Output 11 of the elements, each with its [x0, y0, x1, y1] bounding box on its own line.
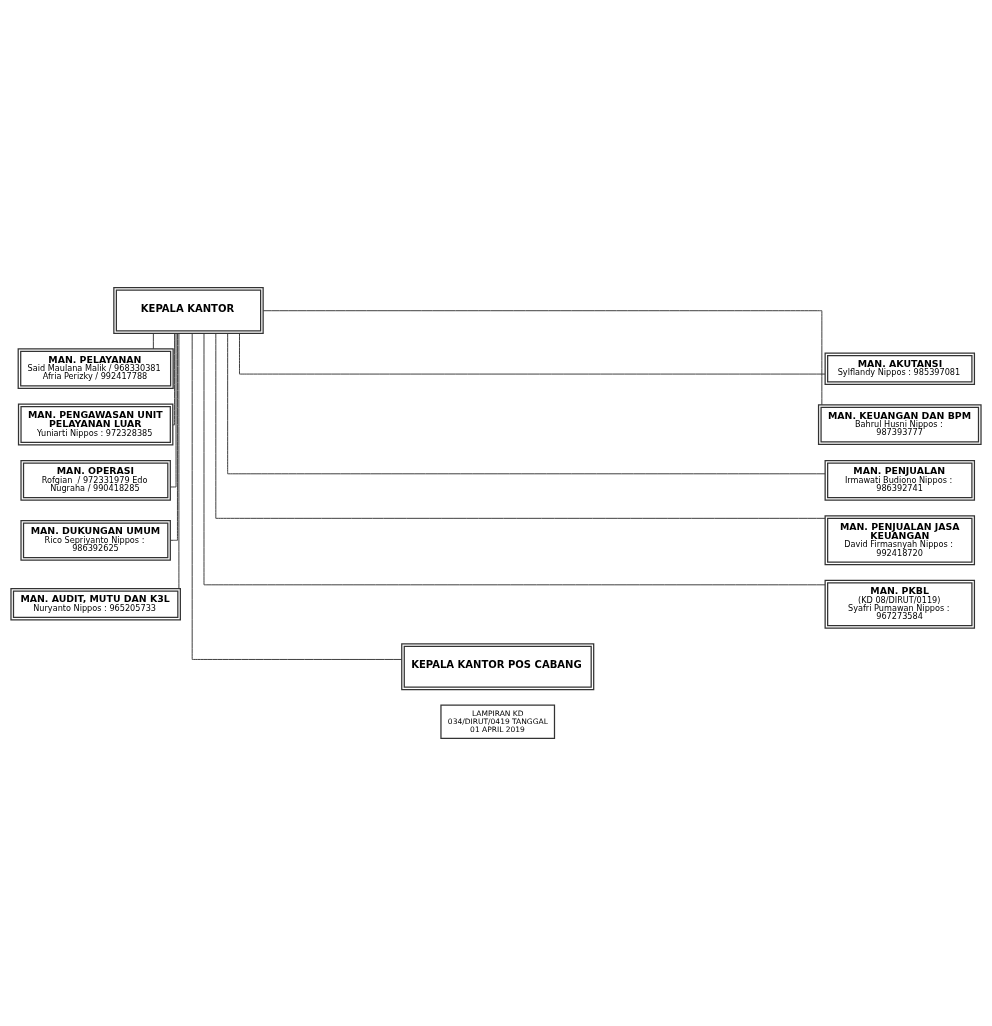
connector: [191, 332, 403, 660]
connector: [170, 332, 177, 488]
connector: [227, 333, 826, 475]
connector: [178, 333, 180, 589]
connector: [152, 333, 154, 350]
connector: [262, 310, 823, 406]
connector: [170, 333, 178, 541]
connector: [172, 333, 176, 426]
connector: [239, 332, 826, 375]
connector: [203, 332, 826, 586]
connector: [215, 332, 826, 519]
